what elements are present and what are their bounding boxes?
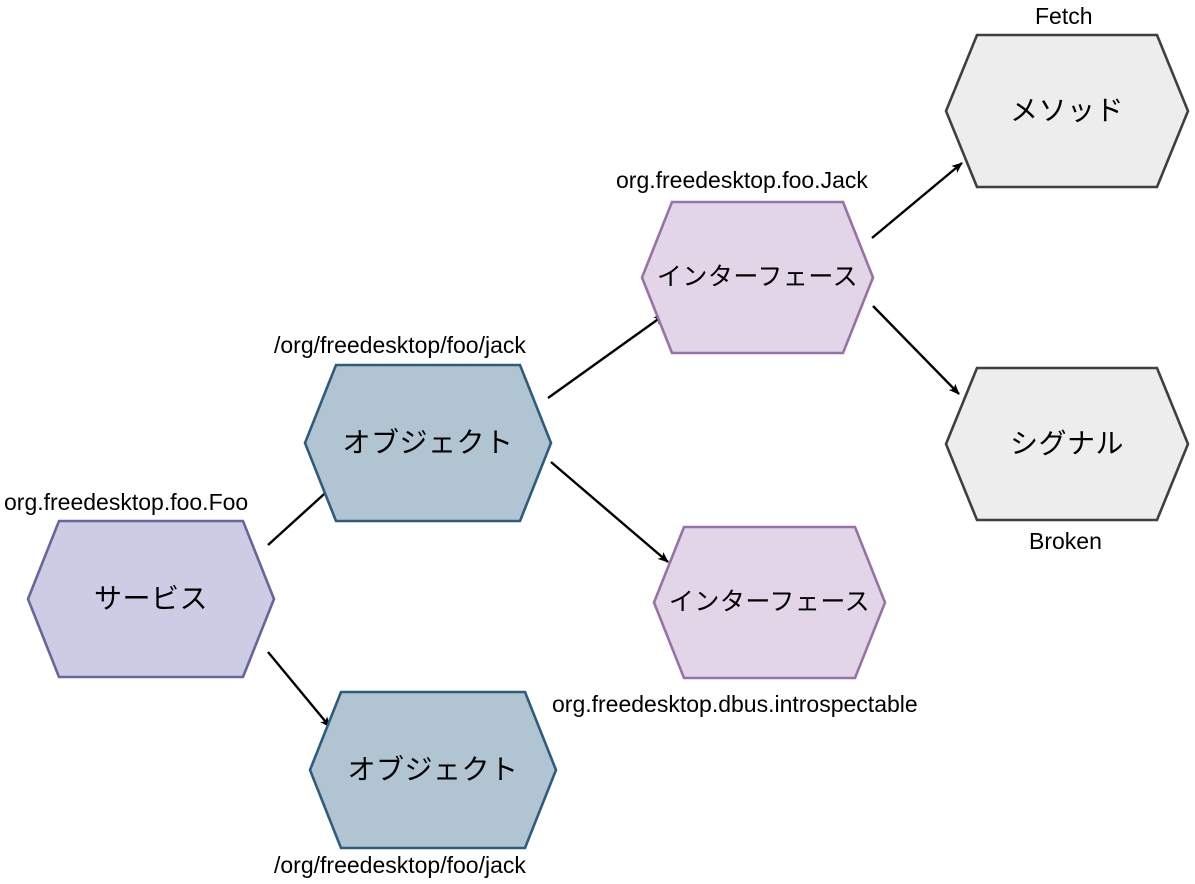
node-signal[interactable]: シグナル (944, 366, 1190, 522)
node-interface-jack-caption: org.freedesktop.foo.Jack (616, 167, 868, 193)
node-method[interactable]: メソッド (944, 33, 1190, 189)
node-service[interactable]: サービス (26, 519, 276, 679)
node-signal-label: シグナル (1009, 427, 1124, 459)
node-interface-introspectable-label: インターフェース (668, 587, 871, 616)
node-interface-jack[interactable]: インターフェース (640, 200, 875, 355)
node-object-top-caption: /org/freedesktop/foo/jack (274, 332, 526, 358)
node-interface-introspectable-caption: org.freedesktop.dbus.introspectable (552, 691, 918, 717)
node-object-bottom[interactable]: オブジェクト (308, 690, 558, 850)
hexagon-shape-method (944, 33, 1190, 189)
node-object-bottom-caption: /org/freedesktop/foo/jack (274, 852, 526, 878)
node-object-top[interactable]: オブジェクト (303, 363, 553, 523)
hexagon-shape-service (26, 519, 276, 679)
node-interface-introspectable[interactable]: インターフェース (652, 525, 887, 680)
node-service-label: サービス (93, 582, 208, 614)
hexagon-shape-interface-introspectable (652, 525, 887, 680)
node-method-label: メソッド (1009, 94, 1124, 126)
hexagon-shape-interface-jack (640, 200, 875, 355)
node-interface-jack-label: インターフェース (656, 262, 859, 291)
node-object-top-label: オブジェクト (342, 426, 514, 458)
hexagon-shape-object-bottom (308, 690, 558, 850)
edge-object-top-to-interface-introspectable (550, 461, 669, 563)
hexagon-shape-object-top (303, 363, 553, 523)
node-service-caption: org.freedesktop.foo.Foo (4, 489, 249, 515)
node-object-bottom-label: オブジェクト (347, 753, 519, 785)
node-signal-caption: Broken (1029, 528, 1102, 554)
hexagon-shape-signal (944, 366, 1190, 522)
node-method-caption: Fetch (1035, 3, 1093, 29)
